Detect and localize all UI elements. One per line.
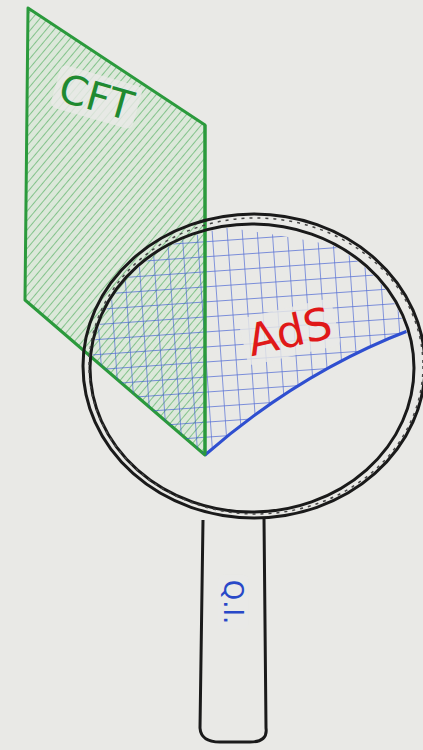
qi-label: Q.I. [218,575,248,630]
ads-grid [80,200,420,500]
ads-grid-group [80,200,420,500]
lens-handle [200,518,266,742]
lens-rim-outer [83,214,423,518]
plane-edge [204,125,207,455]
lens-rim-texture [89,218,423,514]
lens-rim-inner [90,224,414,512]
